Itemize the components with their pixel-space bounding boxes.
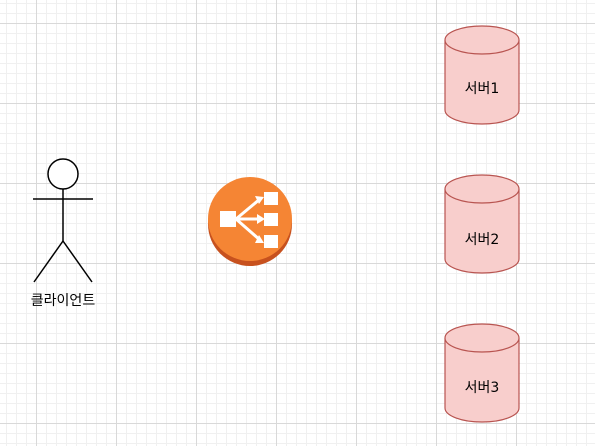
server-3[interactable] xyxy=(444,323,520,423)
person-actor-icon xyxy=(33,158,93,283)
database-cylinder-icon xyxy=(444,25,520,125)
server-1-label: 서버1 xyxy=(464,81,500,97)
server-3-label: 서버3 xyxy=(464,380,500,396)
server-1[interactable] xyxy=(444,25,520,125)
aws-elastic-load-balancer-icon xyxy=(208,177,292,266)
load-balancer[interactable] xyxy=(208,177,292,269)
database-cylinder-icon xyxy=(444,323,520,423)
server-2[interactable] xyxy=(444,174,520,274)
client-label: 클라이언트 xyxy=(30,293,96,309)
server-2-label: 서버2 xyxy=(464,232,500,248)
database-cylinder-icon xyxy=(444,174,520,274)
client-actor[interactable] xyxy=(30,157,96,283)
